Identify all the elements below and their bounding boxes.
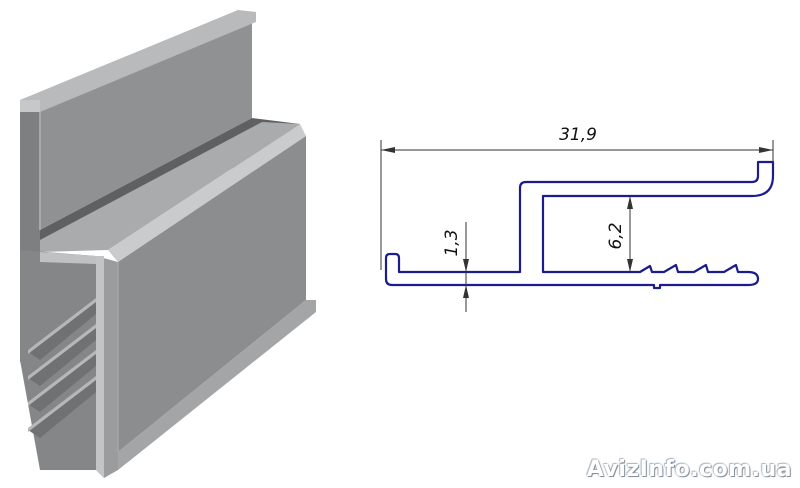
- dim-height: 6,2: [606, 222, 626, 249]
- dim-wall-thickness: 1,3: [442, 229, 462, 256]
- cross-section-drawing: 31,9 6,2 1,3: [380, 125, 775, 312]
- watermark: AvizInfo.com.ua: [586, 457, 792, 482]
- dim-overall-width: 31,9: [559, 125, 597, 145]
- profile-outline: [384, 160, 775, 290]
- profile-3d-model: [20, 10, 316, 478]
